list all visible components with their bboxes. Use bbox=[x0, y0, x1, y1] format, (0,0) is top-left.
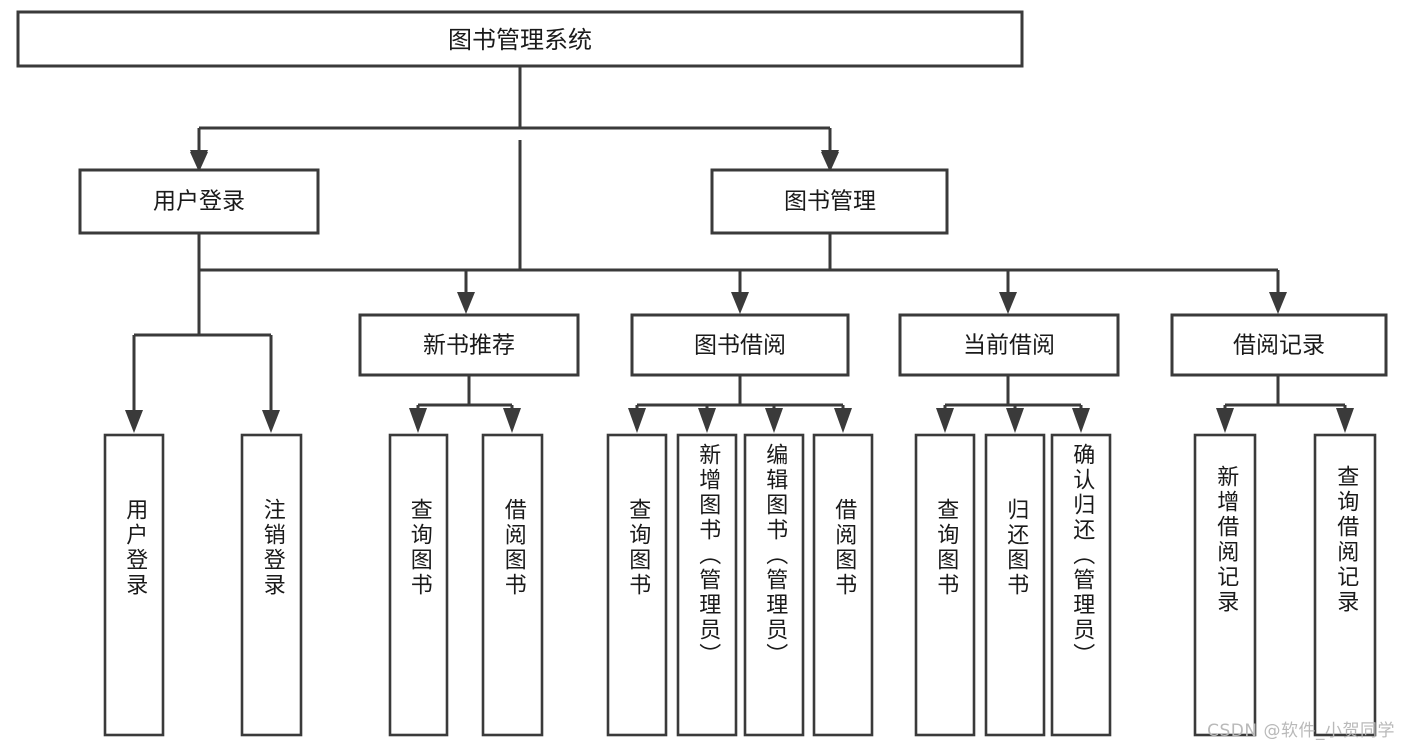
arrow-head-borrow-record bbox=[1269, 292, 1287, 314]
arrow-head-current-borrow bbox=[999, 292, 1017, 314]
node-leaf-borrow-book-1-box[interactable] bbox=[481, 433, 544, 737]
node-book-borrow-box[interactable] bbox=[630, 313, 850, 377]
arrow-head-leaf-return-book bbox=[1006, 408, 1024, 433]
connector-group-borrow-record bbox=[1216, 375, 1354, 433]
node-leaf-user-login-box[interactable] bbox=[103, 433, 165, 737]
node-book-borrow-label: 图书借阅 bbox=[694, 333, 786, 359]
watermark-text: CSDN @软件_小贺同学 bbox=[1207, 721, 1395, 741]
node-root-label: 图书管理系统 bbox=[448, 26, 592, 54]
arrow-head-new-book-recommend bbox=[457, 292, 475, 314]
arrow-head-leaf-borrow-book-1 bbox=[503, 408, 521, 433]
node-leaf-query-book-3-box[interactable] bbox=[914, 433, 976, 737]
node-borrow-record-label: 借阅记录 bbox=[1233, 333, 1325, 359]
node-root-box[interactable] bbox=[16, 10, 1024, 68]
node-leaf-query-record-box[interactable] bbox=[1313, 433, 1377, 737]
node-book-manage-box[interactable] bbox=[710, 168, 949, 235]
arrow-head-leaf-borrow-book-2 bbox=[834, 408, 852, 433]
connector-group-user-login bbox=[125, 233, 280, 433]
node-user-login-label: 用户登录 bbox=[153, 189, 245, 215]
node-leaf-query-book-2-box[interactable] bbox=[606, 433, 668, 737]
node-leaf-add-book-box[interactable] bbox=[676, 433, 738, 737]
node-current-borrow-box[interactable] bbox=[898, 313, 1120, 377]
node-book-manage-label: 图书管理 bbox=[784, 189, 876, 215]
connector-group-book-manage bbox=[457, 233, 1287, 314]
mask-root-area bbox=[0, 80, 1405, 140]
arrow-head-leaf-confirm-return bbox=[1072, 408, 1090, 433]
arrow-head-leaf-logout-login bbox=[262, 410, 280, 433]
node-borrow-record-box[interactable] bbox=[1170, 313, 1388, 377]
node-leaf-query-book-1-box[interactable] bbox=[388, 433, 449, 737]
node-new-book-recommend-box[interactable] bbox=[358, 313, 580, 377]
node-leaf-edit-book-box[interactable] bbox=[743, 433, 805, 737]
node-leaf-logout-login-box[interactable] bbox=[240, 433, 303, 737]
connector-group-current-borrow bbox=[936, 375, 1090, 433]
node-user-login-box[interactable] bbox=[78, 168, 320, 235]
arrow-head-leaf-add-record bbox=[1216, 408, 1234, 433]
node-leaf-add-record-box[interactable] bbox=[1193, 433, 1257, 737]
connector-group-book-borrow bbox=[628, 375, 852, 433]
connector-root-corrected bbox=[0, 66, 1405, 170]
arrow-head-leaf-user-login bbox=[125, 410, 143, 433]
arrow-head-leaf-query-record bbox=[1336, 408, 1354, 433]
arrow-head-leaf-add-book bbox=[698, 408, 716, 433]
arrow-head-leaf-query-book-1 bbox=[409, 408, 427, 433]
arrow-head-user-login bbox=[190, 150, 208, 170]
node-leaf-borrow-book-2-box[interactable] bbox=[812, 433, 874, 737]
node-new-book-recommend-label: 新书推荐 bbox=[423, 333, 515, 359]
arrow-head-book-manage bbox=[821, 150, 839, 170]
connector-group-new-book-recommend bbox=[409, 375, 521, 433]
arrow-head-leaf-query-book-3 bbox=[936, 408, 954, 433]
node-leaf-return-book-box[interactable] bbox=[984, 433, 1046, 737]
node-leaf-confirm-return-box[interactable] bbox=[1050, 433, 1112, 737]
arrow-head-leaf-edit-book bbox=[765, 408, 783, 433]
arrow-head-leaf-query-book-2 bbox=[628, 408, 646, 433]
arrow-head-book-borrow bbox=[731, 292, 749, 314]
node-current-borrow-label: 当前借阅 bbox=[963, 333, 1055, 359]
